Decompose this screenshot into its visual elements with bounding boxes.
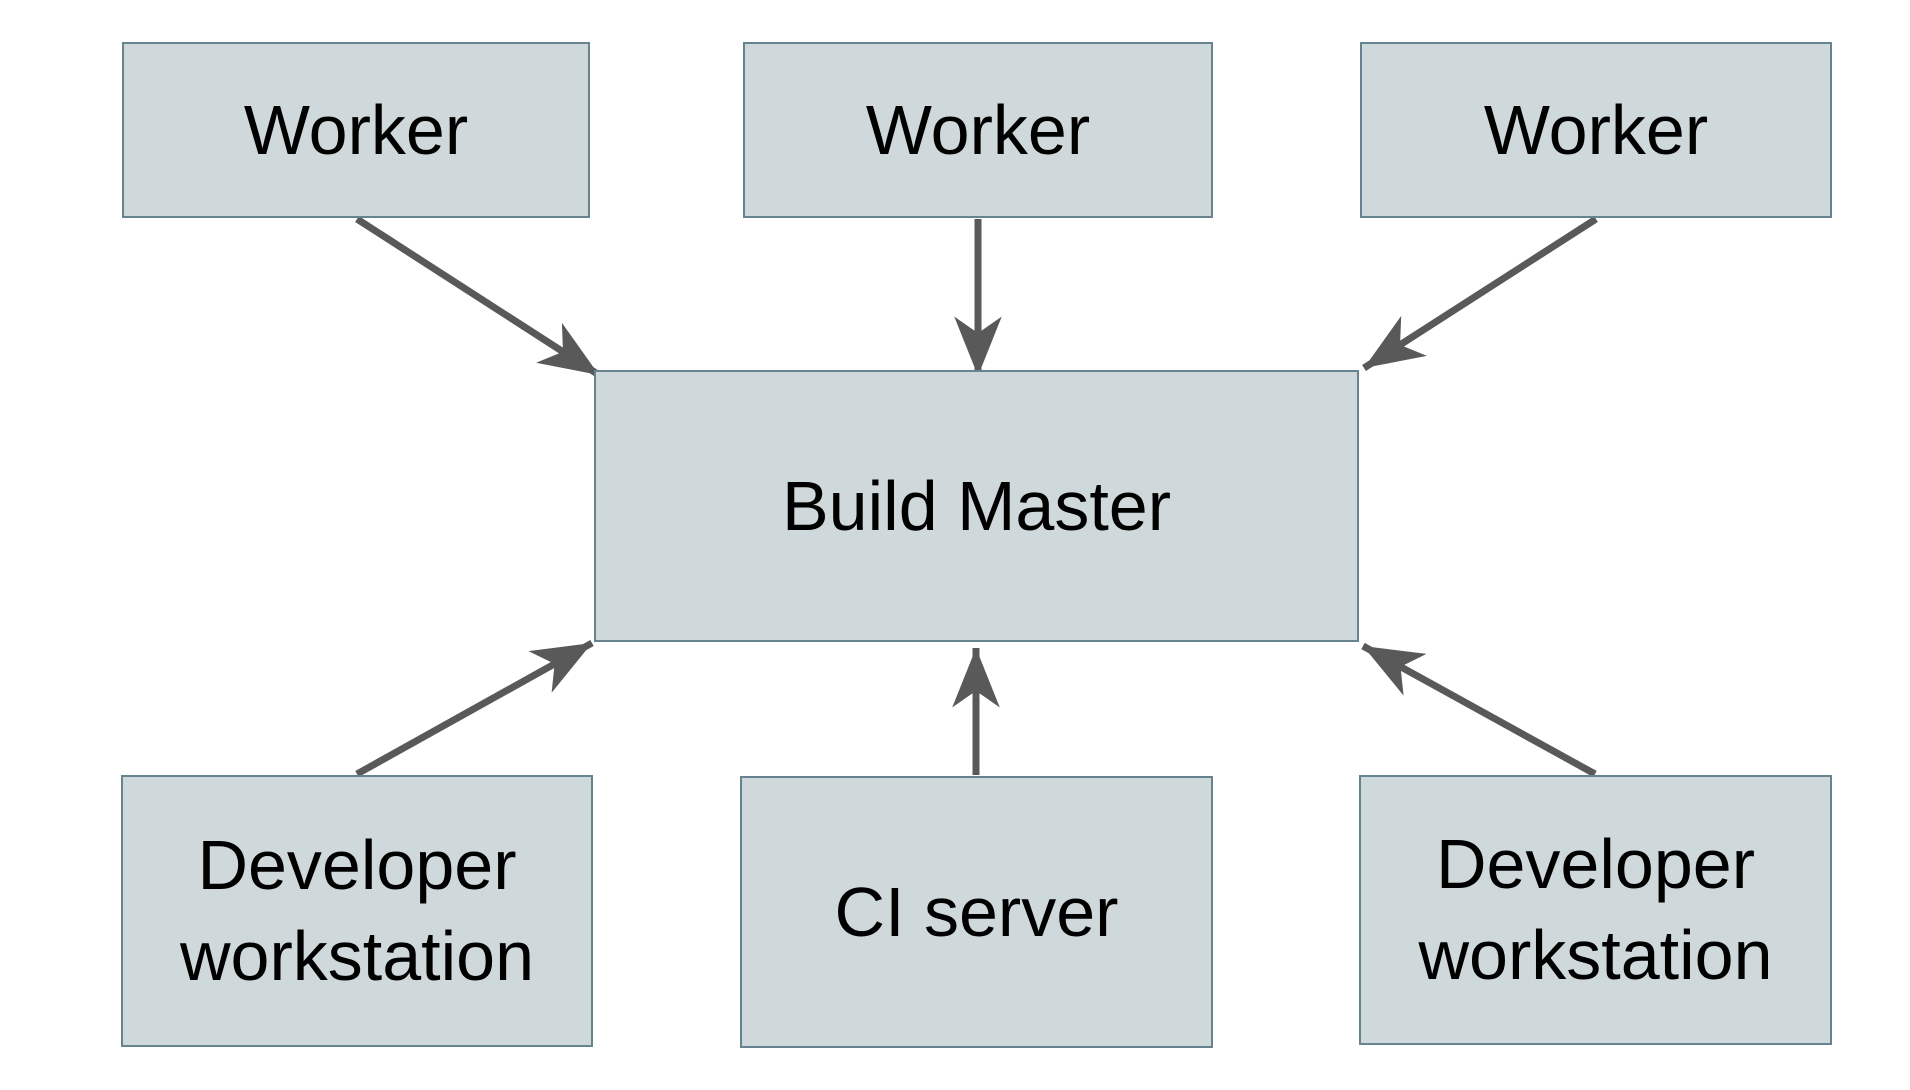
node-worker-3-label: Worker xyxy=(1483,90,1709,169)
edge-worker-3-to-build-master xyxy=(1362,216,1598,371)
node-developer-workstation-left-label: Developer workstation xyxy=(179,826,535,995)
node-worker-2: Worker xyxy=(743,42,1213,218)
edge-developer-workstation-left-to-build-master xyxy=(355,639,594,778)
edge-developer-workstation-right-to-build-master xyxy=(1361,642,1597,778)
node-ci-server-label: CI server xyxy=(834,872,1119,951)
node-worker-1-label: Worker xyxy=(243,90,469,169)
node-developer-workstation-right-label: Developer workstation xyxy=(1418,825,1773,994)
node-build-master: Build Master xyxy=(594,370,1359,642)
node-worker-1: Worker xyxy=(122,42,590,218)
node-worker-2-label: Worker xyxy=(865,90,1091,169)
node-ci-server: CI server xyxy=(740,776,1213,1048)
node-build-master-label: Build Master xyxy=(781,466,1172,545)
node-developer-workstation-left: Developer workstation xyxy=(121,775,593,1047)
node-developer-workstation-right: Developer workstation xyxy=(1359,775,1832,1045)
node-worker-3: Worker xyxy=(1360,42,1832,218)
edge-worker-1-to-build-master xyxy=(355,216,601,378)
